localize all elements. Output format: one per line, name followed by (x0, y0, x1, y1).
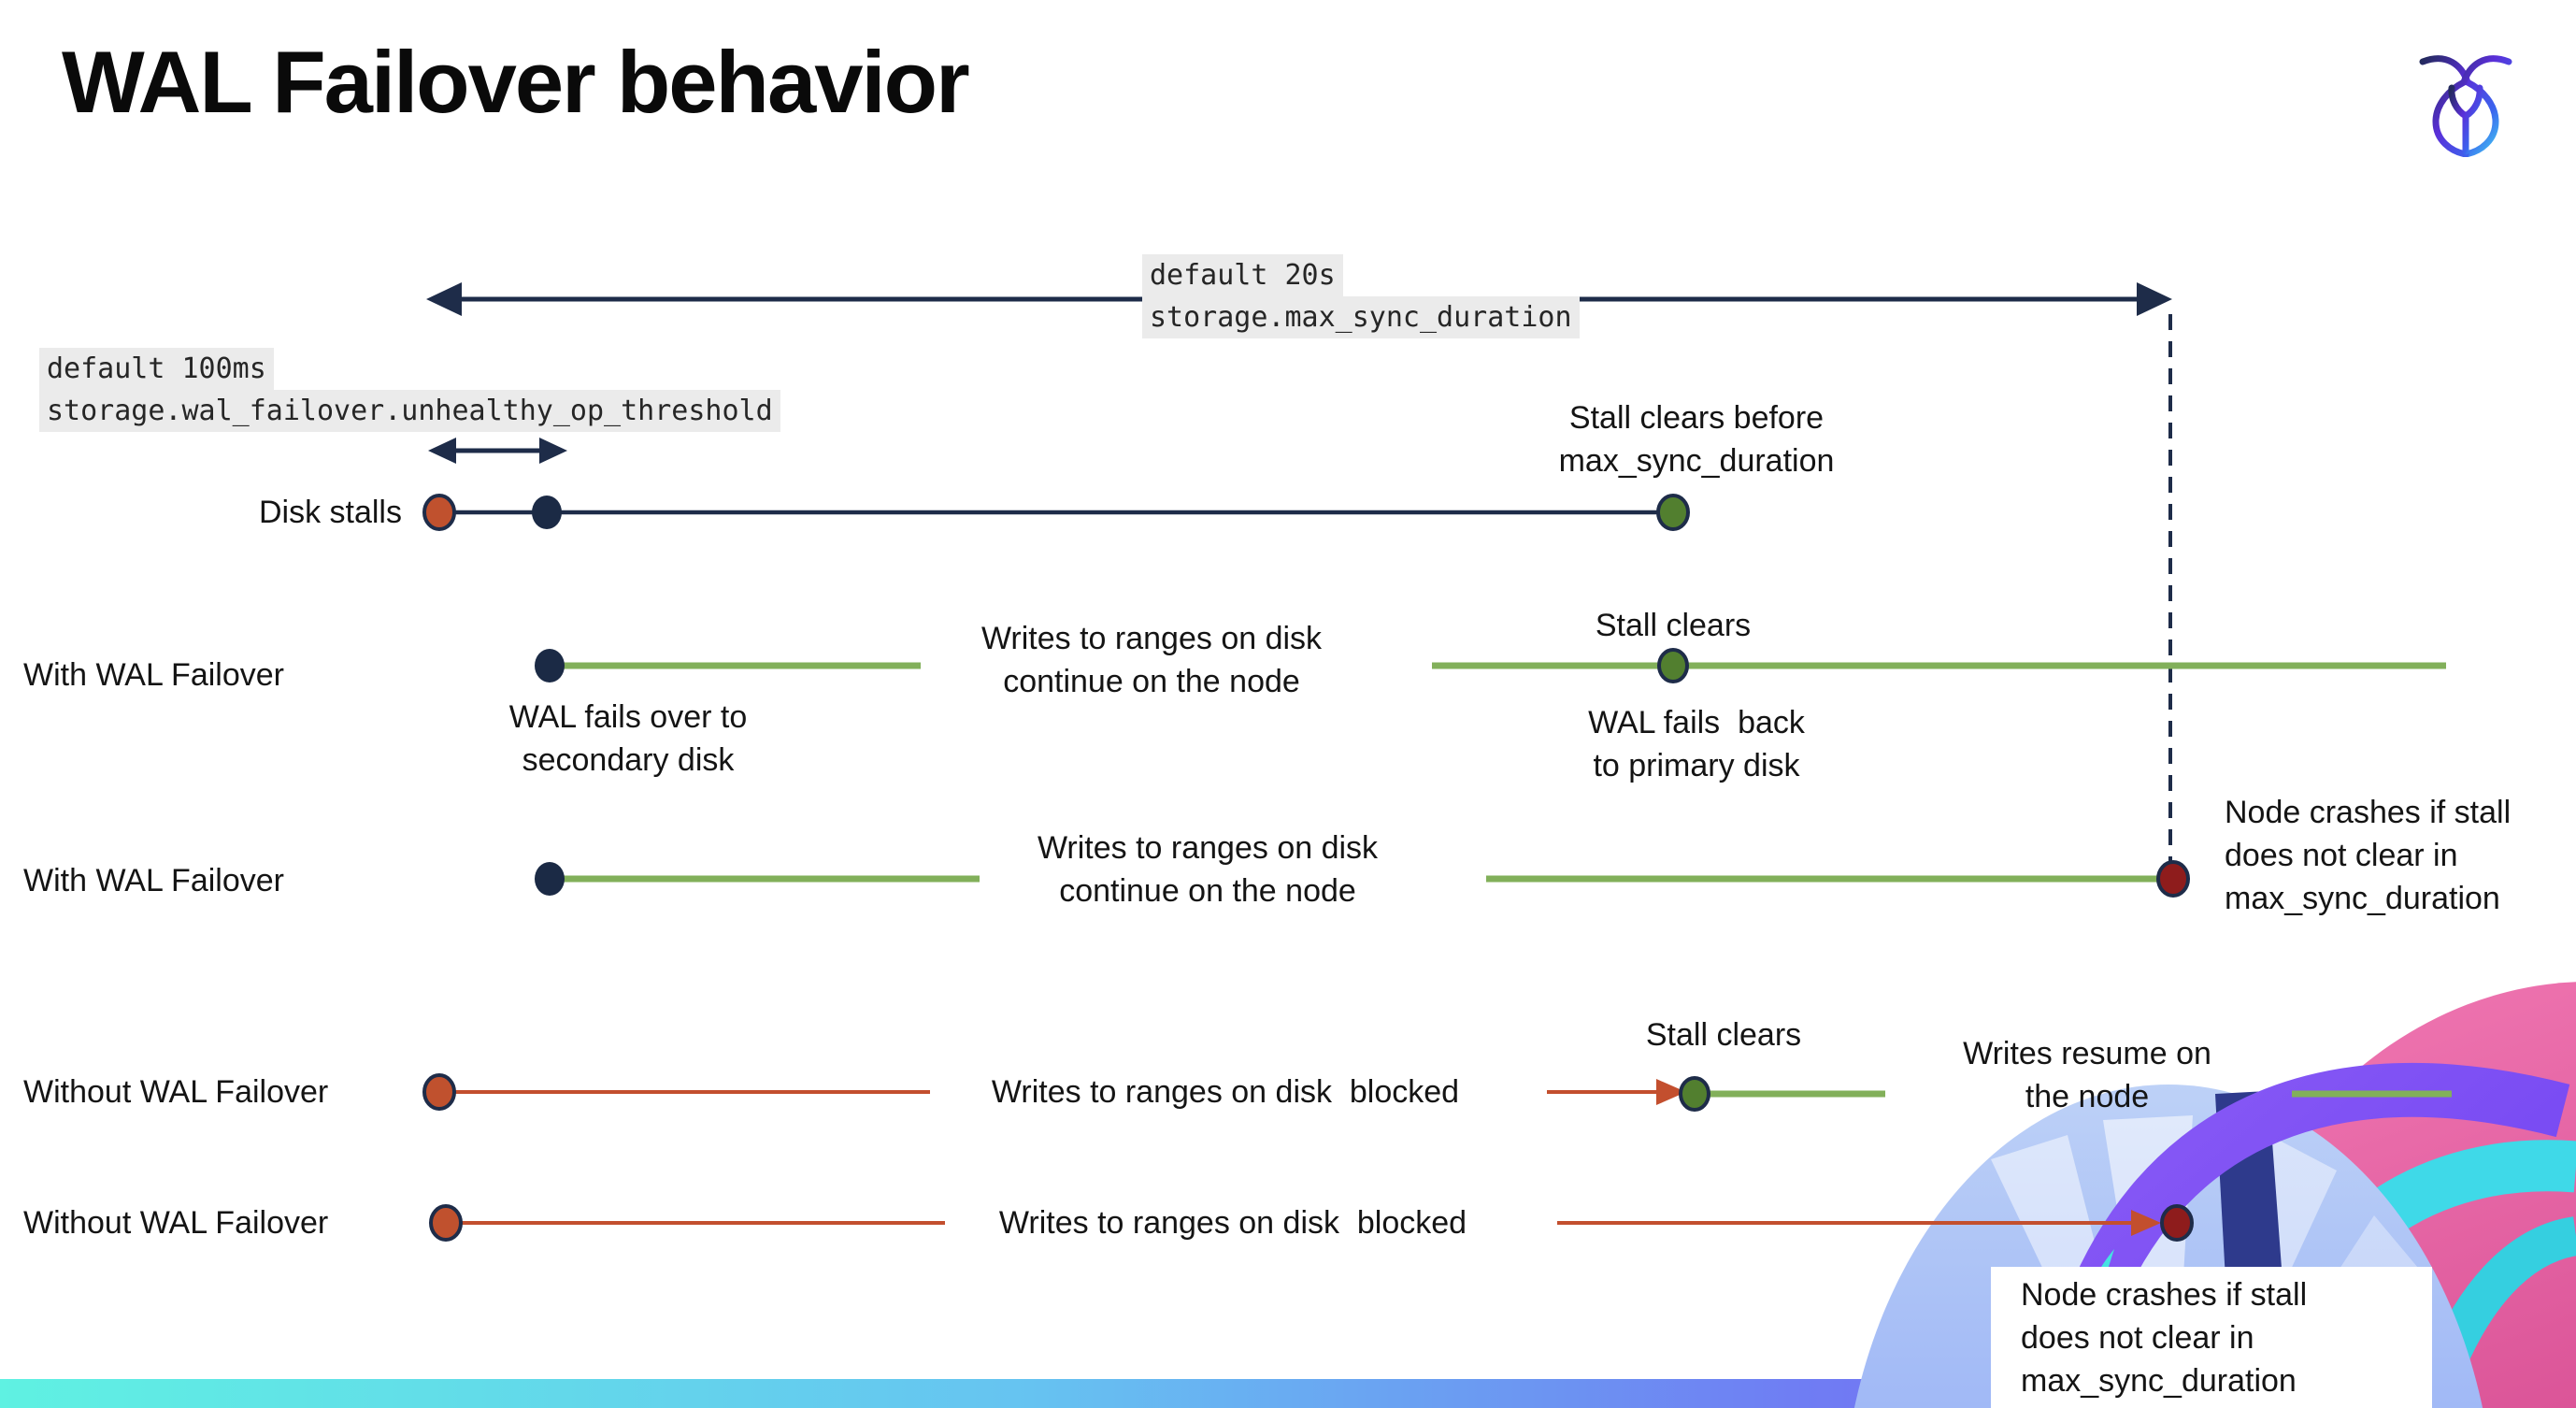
row4-stall-start-dot (422, 1073, 456, 1111)
logo-left-antenna-body (2419, 55, 2499, 157)
row3-failover-dot (535, 862, 565, 896)
row-label-with-wal-failover-1: With WAL Failover (23, 657, 284, 693)
row3-node-crash-dot (2156, 860, 2190, 898)
stall-clears-annotation-2: Stall clears (1645, 1017, 1802, 1053)
logo-right-antenna-body (2432, 55, 2512, 157)
writes-blocked-annotation-2: Writes to ranges on disk blocked (998, 1205, 1467, 1241)
row-label-without-wal-failover-2: Without WAL Failover (23, 1205, 329, 1241)
setting-name: storage.max_sync_duration (1142, 296, 1580, 338)
arrowhead-left-icon (428, 438, 456, 464)
max-sync-duration-setting-label: default 20s storage.max_sync_duration (1142, 254, 1580, 338)
arrowhead-right-icon (539, 438, 567, 464)
row1-stall-start-dot (422, 494, 456, 531)
row-label-without-wal-failover-1: Without WAL Failover (23, 1074, 329, 1110)
stall-clears-annotation-1: Stall clears (1595, 608, 1752, 643)
arrowhead-right-icon (1656, 1079, 1686, 1105)
unhealthy-op-threshold-setting-label: default 100ms storage.wal_failover.unhea… (39, 348, 780, 432)
node-crashes-note-2: Node crashes if stall does not clear in … (2021, 1277, 2308, 1399)
cockroachdb-logo-icon (2419, 55, 2512, 157)
row1-stall-clears-dot (1656, 494, 1690, 531)
row5-node-crash-dot (2160, 1204, 2194, 1242)
setting-name: storage.wal_failover.unhealthy_op_thresh… (39, 390, 780, 432)
writes-blocked-annotation-1: Writes to ranges on disk blocked (991, 1074, 1460, 1110)
row4-stall-clears-dot (1679, 1076, 1710, 1112)
setting-default-value: default 100ms (39, 348, 274, 390)
arrowhead-right-icon (2137, 282, 2172, 316)
row2-stall-clears-dot (1657, 648, 1689, 683)
row2-failover-dot (535, 649, 565, 682)
node-crash-note-box: Node crashes if stall does not clear in … (1991, 1267, 2432, 1408)
setting-default-value: default 20s (1142, 254, 1343, 296)
page-title: WAL Failover behavior (62, 33, 970, 131)
logo-inner-y (2448, 84, 2483, 155)
row-label-with-wal-failover-2: With WAL Failover (23, 863, 284, 898)
arrowhead-left-icon (426, 282, 462, 316)
row5-stall-start-dot (429, 1204, 463, 1242)
arrowhead-right-icon (2131, 1210, 2161, 1236)
row-label-disk-stalls: Disk stalls (258, 495, 402, 530)
row1-threshold-dot (532, 496, 562, 529)
